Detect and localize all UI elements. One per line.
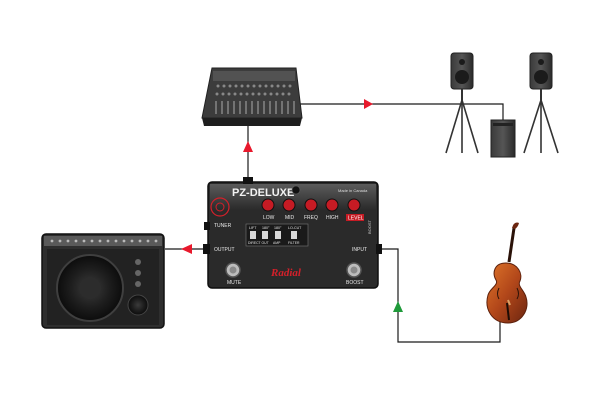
switch-lift[interactable] [250,231,256,239]
pedal-made-in: Made in Canada [338,188,368,193]
knob-level[interactable] [347,198,361,212]
switch-label-locut: LO-CUT [288,226,302,230]
knob-freq[interactable] [304,198,318,212]
switch-sub-amp: AMP [273,241,281,245]
pa-speaker-right [523,52,559,154]
label-input: INPUT [352,247,367,253]
cable-mixer-to-speakers [298,103,504,120]
subwoofer [490,119,516,158]
acoustic-amplifier [41,233,165,329]
radial-target-mark-icon [210,197,230,217]
switch-180-direct[interactable] [262,231,268,239]
label-mid: MID [285,215,295,221]
cable-violin-to-pedal [378,248,501,343]
arrow-from-violin-icon [393,301,403,312]
jack-output[interactable] [203,244,210,254]
label-mute: MUTE [227,280,242,286]
switch-sub-direct-out: DIRECT OUT [248,241,269,245]
switch-180-amp[interactable] [275,231,281,239]
label-side-boost: BOOST [367,219,372,234]
pedal-brand: PZ-DELUXE [232,187,294,199]
label-level: LEVEL [348,216,364,222]
switch-locut[interactable] [291,231,297,239]
jack-tuner[interactable] [204,222,210,230]
jack-input[interactable] [376,244,382,254]
switch-panel: LIFT 180° 180° LO-CUT DIRECT OUT AMP FIL… [245,223,309,247]
label-tuner: TUNER [214,223,232,229]
knob-low[interactable] [261,198,275,212]
switch-label-180-a: 180° [262,226,270,230]
jack-top-xlr[interactable] [243,177,253,184]
arrow-to-amp-icon [181,244,192,254]
label-low: LOW [263,215,275,221]
mixing-console [201,67,303,126]
radial-pz-deluxe-pedal: PZ-DELUXE Made in Canada LOW MID FREQ HI… [203,177,382,289]
switch-label-180-b: 180° [274,226,282,230]
arrow-to-mixer-icon [243,141,253,152]
radial-logo: Radial [270,267,302,279]
label-output: OUTPUT [214,247,235,253]
label-freq: FREQ [304,215,318,221]
switch-sub-filter: FILTER [288,241,300,245]
knob-high[interactable] [325,198,339,212]
label-high: HIGH [326,215,339,221]
knob-mid[interactable] [282,198,296,212]
arrow-to-speakers-icon [364,99,373,109]
violin [486,222,528,324]
label-boost: BOOST [346,280,364,286]
pa-speaker-left [445,52,479,154]
eq-knobs [261,198,361,212]
switch-label-lift: LIFT [249,226,257,230]
